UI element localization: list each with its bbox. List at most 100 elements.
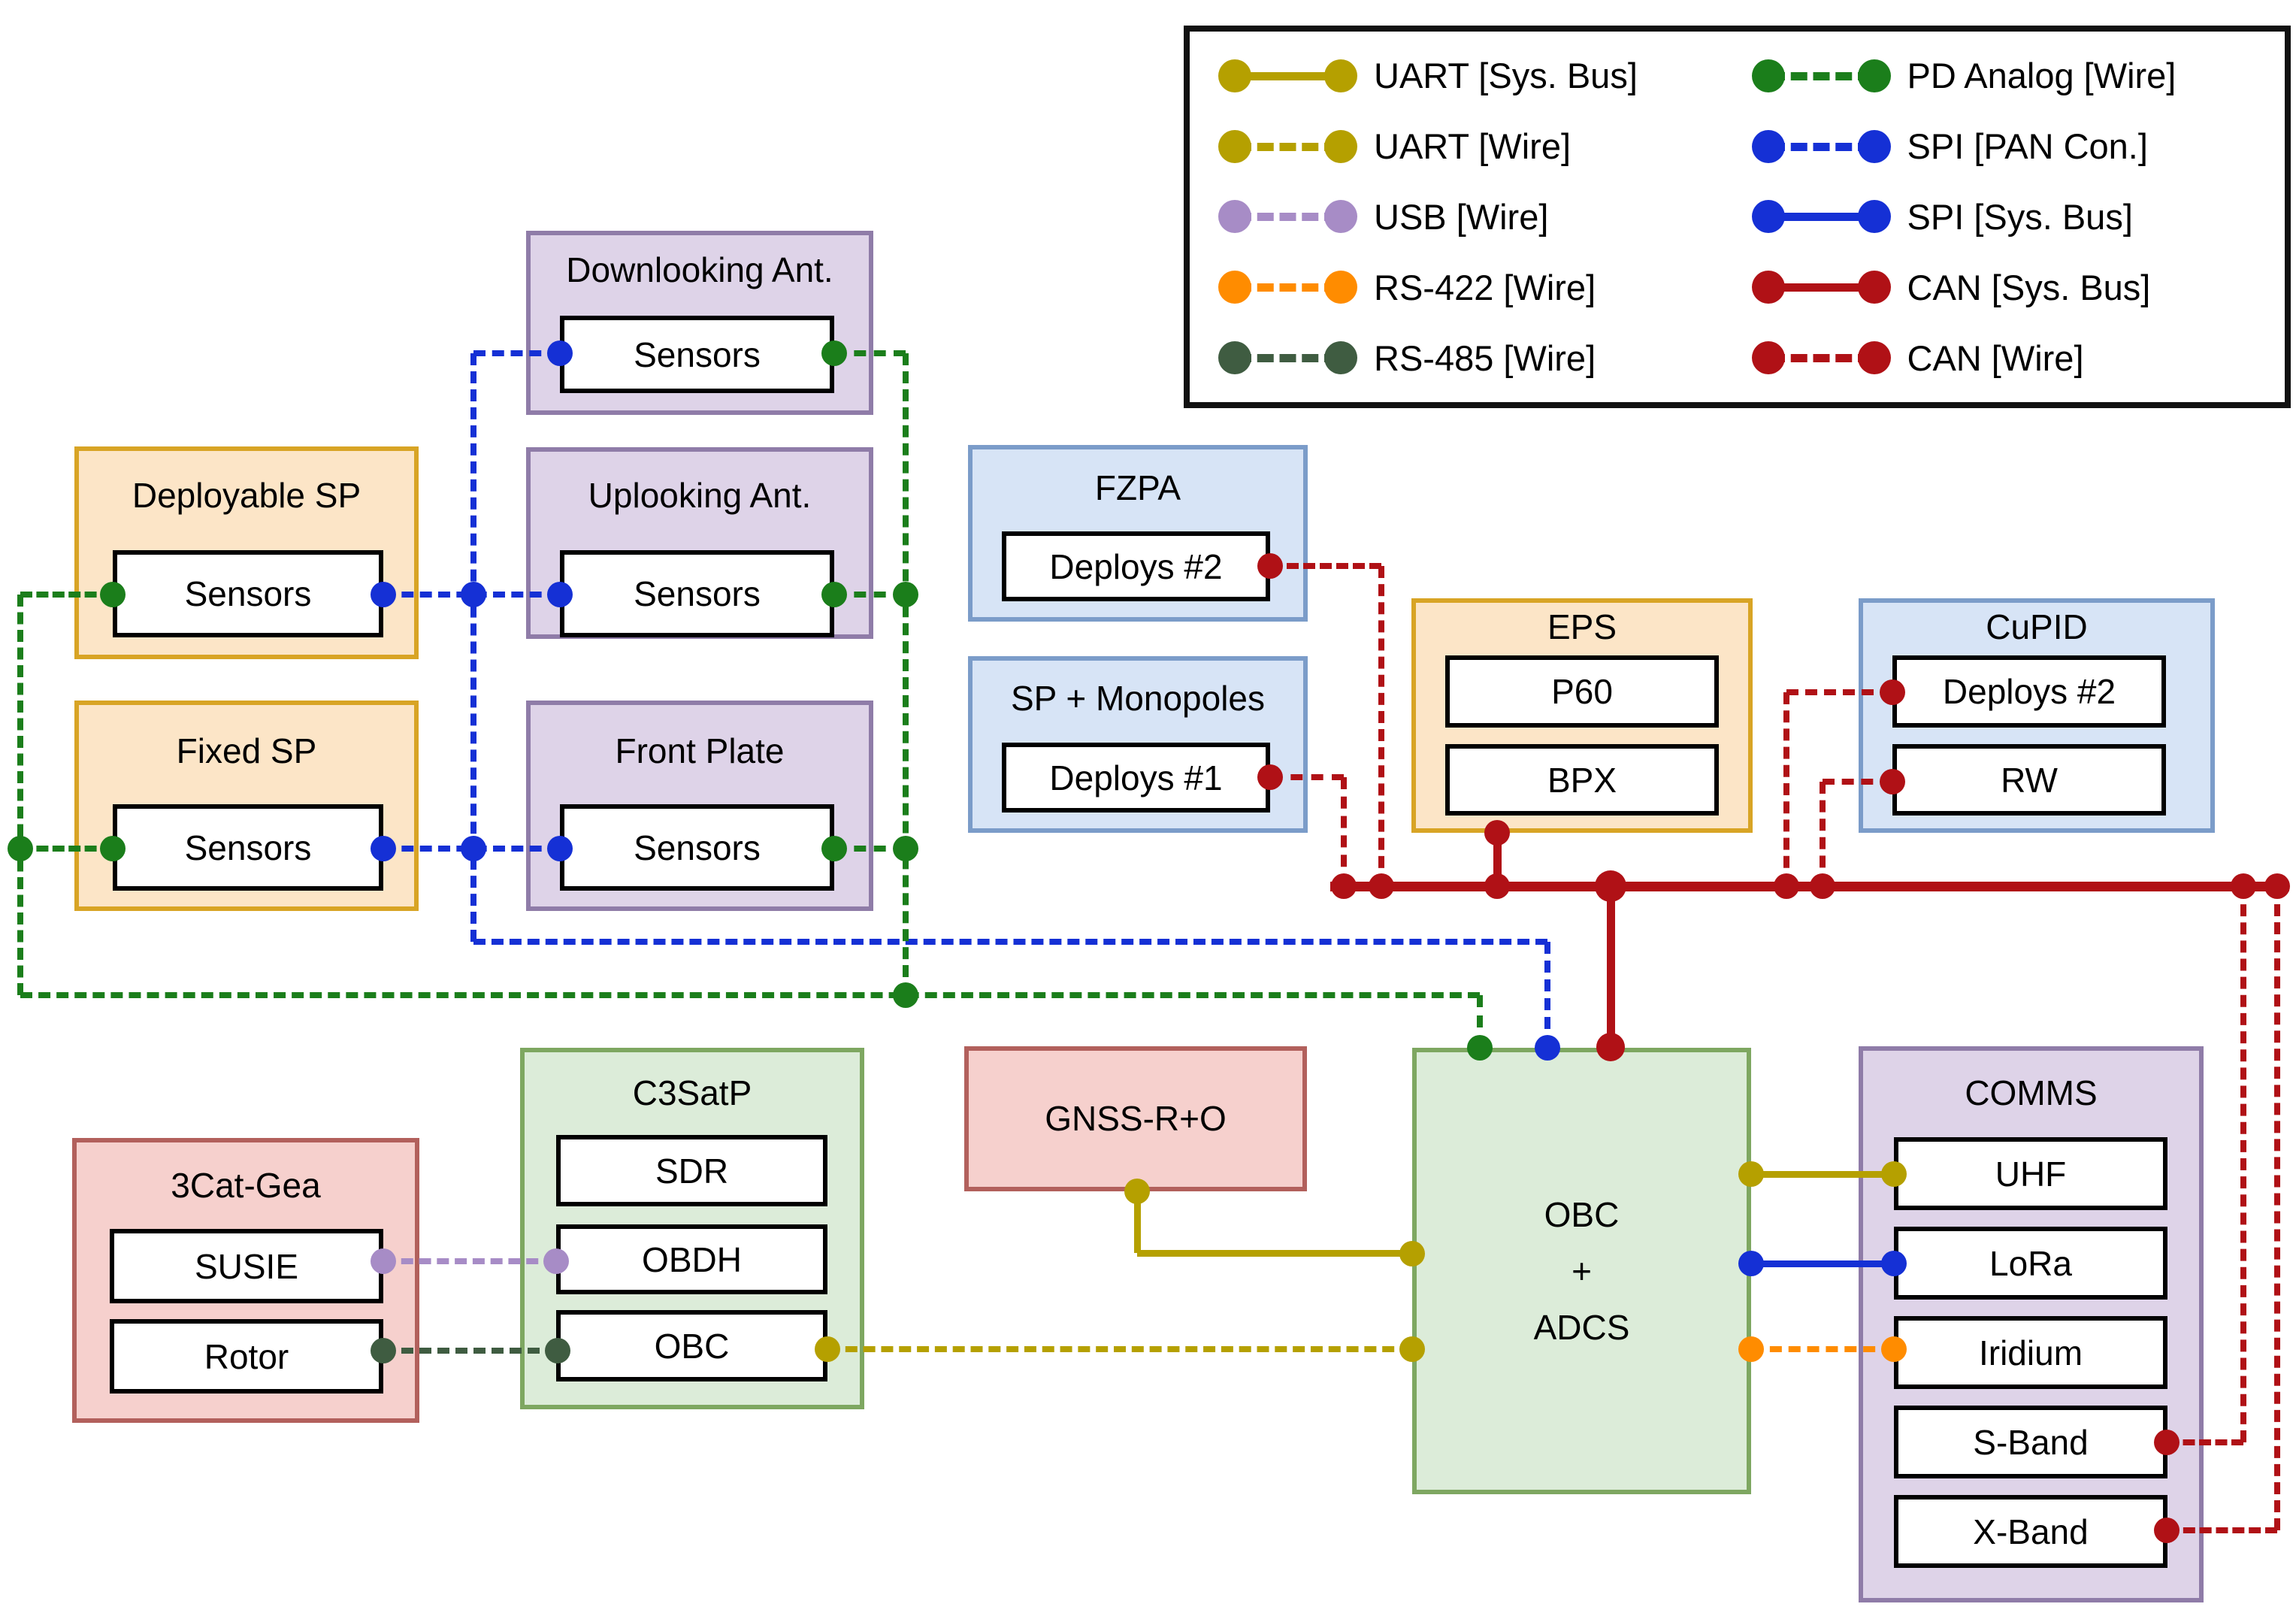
wire-spi-dashed [473,939,1547,945]
subsystem-label: Sensors [634,574,761,613]
spi-sysbus-line-icon [1751,198,1891,235]
wire-dot-can [2154,1430,2180,1455]
node-title: Uplooking Ant. [588,476,812,515]
subsystem-box: Rotor [110,1319,383,1394]
wire-dot-spi [461,836,486,861]
wire-dot-can [1596,1033,1625,1061]
wire-dot-can [1880,679,1905,705]
can-sysbus-line-icon [1751,269,1891,305]
node-title: FZPA [1094,468,1181,507]
wire-dot-can [1880,769,1905,794]
wire-can-dashed [2167,1439,2243,1445]
node-c3satp: C3SatP SDR OBDH OBC [520,1048,864,1409]
wire-dot-uart [1881,1161,1907,1187]
legend-item: UART [Wire] [1218,126,1752,167]
subsystem-box: Sensors [560,316,834,393]
wire-spi-solid [1751,1260,1894,1267]
subsystem-box: X-Band [1894,1495,2167,1568]
subsystem-label: UHF [1995,1154,2067,1194]
subsystem-label: BPX [1547,760,1617,800]
wire-can-dashed [1341,777,1347,886]
wire-spi-dashed [473,350,560,356]
subsystem-label: Sensors [184,574,312,613]
wire-pd-dashed [20,846,113,852]
node-title: Fixed SP [176,731,317,770]
subsystem-label: RW [2001,760,2058,800]
node-title: CuPID [1986,607,2088,646]
wire-rs422-dashed [1751,1346,1894,1352]
subsystem-label: Sensors [634,828,761,867]
wire-spi-dashed [1544,942,1550,1048]
node-front-plate: Front Plate Sensors [526,701,873,911]
uart-wire-line-icon [1218,129,1357,165]
subsystem-label: Deploys #2 [1942,672,2116,711]
subsystem-box: Sensors [560,550,834,637]
legend-item: CAN [Wire] [1751,337,2285,379]
wire-can-dashed [2274,886,2280,1530]
node-title: Deployable SP [132,476,361,515]
wire-dot-rs485 [371,1338,396,1363]
wire-dot-rs422 [1738,1336,1764,1362]
wire-rs485-dashed [383,1348,558,1354]
wire-can-dashed [2167,1527,2277,1533]
wire-dot-pd [893,836,918,861]
wire-can-dashed [1378,566,1384,886]
legend-item: RS-485 [Wire] [1218,337,1752,379]
wire-can-dashed [2240,886,2246,1442]
wire-dot-uart [815,1336,840,1362]
subsystem-box: Sensors [113,804,383,891]
wire-can-solid [1493,833,1502,886]
legend-label: UART [Sys. Bus] [1374,56,1638,96]
wire-dot-can [2264,873,2290,899]
wire-dot-spi [547,836,573,861]
wire-uart-dashed [827,1346,1412,1352]
wire-usb-dashed [383,1258,556,1264]
subsystem-box: Sensors [560,804,834,891]
wire-dot-pd [821,340,847,366]
subsystem-label: Deploys #1 [1049,758,1223,797]
wire-dot-uart [1124,1179,1150,1204]
uart-sysbus-line-icon [1218,58,1357,94]
wire-can-dashed [1823,779,1892,785]
subsystem-box: Deploys #2 [1002,531,1270,601]
node-eps: EPS P60 BPX [1411,598,1753,833]
legend-label: UART [Wire] [1374,126,1572,167]
legend-item: PD Analog [Wire] [1751,55,2285,96]
can-wire-line-icon [1751,340,1891,376]
wire-dot-uart [1399,1336,1425,1362]
node-3cat-gea: 3Cat-Gea SUSIE Rotor [72,1138,419,1423]
node-title: Downlooking Ant. [566,250,833,289]
legend-label: USB [Wire] [1374,196,1549,237]
wire-dot-can [1484,820,1510,846]
node-title: 3Cat-Gea [171,1166,321,1205]
legend-label: CAN [Wire] [1907,337,2084,378]
subsystem-label: LoRa [1989,1243,2072,1283]
subsystem-box: Deploys #2 [1892,655,2166,728]
wire-dot-can [2154,1518,2180,1543]
wire-spi-dashed [470,353,476,942]
wire-dot-uart [1738,1161,1764,1187]
wire-dot-spi [461,582,486,607]
wire-pd-dashed [834,350,906,356]
node-gnss-r-o: GNSS-R+O [964,1046,1307,1191]
node-title: OBC + ADCS [1417,1052,1747,1490]
wire-pd-dashed [20,992,1480,998]
subsystem-label: P60 [1551,672,1613,711]
subsystem-box: LoRa [1894,1227,2167,1300]
wire-dot-pd [821,836,847,861]
node-title: C3SatP [632,1073,752,1112]
wire-dot-rs485 [545,1338,570,1363]
subsystem-box: S-Band [1894,1406,2167,1478]
legend-label: RS-485 [Wire] [1374,337,1596,378]
legend-item: RS-422 [Wire] [1218,267,1752,308]
node-fzpa: FZPA Deploys #2 [968,445,1308,622]
wire-dot-can [2231,873,2256,899]
wire-can-dashed [1820,782,1826,886]
subsystem-box: P60 [1445,655,1719,728]
subsystem-box: SDR [556,1135,827,1206]
node-fixed-sp: Fixed SP Sensors [74,701,419,911]
node-comms: COMMS UHF LoRa Iridium S-Band X-Band [1859,1046,2204,1602]
wire-pd-dashed [1477,995,1483,1048]
subsystem-box: UHF [1894,1137,2167,1210]
wire-dot-pd [821,582,847,607]
